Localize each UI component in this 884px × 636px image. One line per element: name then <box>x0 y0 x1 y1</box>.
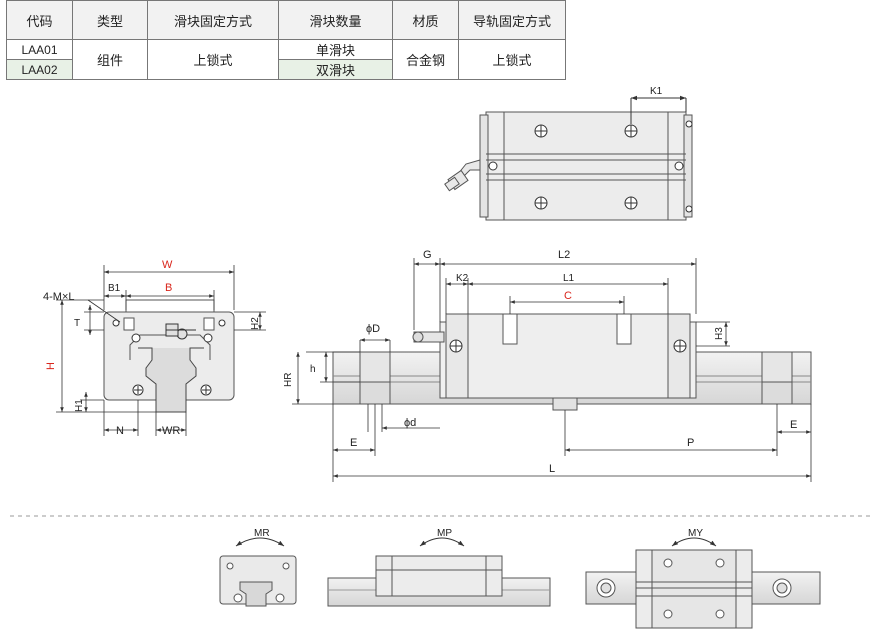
col-rail-fix-header: 导轨固定方式 <box>458 0 566 40</box>
col-material-header: 材质 <box>392 0 459 40</box>
code-cell: LAA01 <box>6 39 73 60</box>
material-cell: 合金钢 <box>392 39 459 80</box>
label-h1: H1 <box>74 399 85 412</box>
end-view-rail <box>138 347 204 413</box>
label-l2: L2 <box>558 249 570 261</box>
label-phi-d-small: ϕd <box>404 417 416 429</box>
table-row: LAA01 组件 上锁式 单滑块 合金钢 上锁式 <box>6 39 566 80</box>
end-view-dimensions <box>56 265 266 436</box>
label-hr: HR <box>283 373 294 387</box>
label-h3: H3 <box>714 327 725 340</box>
moment-mp-view <box>327 537 551 607</box>
label-mp: MP <box>437 528 452 539</box>
label-mxl: 4-M×L <box>43 291 75 303</box>
side-view <box>332 313 812 411</box>
label-e-left: E <box>350 437 357 449</box>
grease-nipple <box>444 159 481 192</box>
label-e-right: E <box>790 419 797 431</box>
top-view <box>444 95 693 221</box>
label-b: B <box>165 282 172 294</box>
label-mr: MR <box>254 528 270 539</box>
type-cell: 组件 <box>72 39 148 80</box>
col-count-header: 滑块数量 <box>278 0 393 40</box>
label-l1: L1 <box>563 273 575 284</box>
code-cell: LAA02 <box>6 59 73 80</box>
label-phi-d-large: ϕD <box>366 323 380 335</box>
table-row: LAA02 双滑块 <box>6 59 566 80</box>
label-l: L <box>549 463 555 475</box>
moment-my-view <box>585 537 821 629</box>
block-fix-cell: 上锁式 <box>147 39 279 80</box>
label-my: MY <box>688 528 703 539</box>
end-view <box>103 299 235 413</box>
label-wr: WR <box>162 425 180 437</box>
label-n: N <box>116 425 124 437</box>
col-code-header: 代码 <box>6 0 73 40</box>
label-w: W <box>162 259 173 271</box>
moment-mr-view <box>219 537 297 607</box>
label-p: P <box>687 437 694 449</box>
side-view-dimensions <box>292 258 812 482</box>
label-c: C <box>564 290 572 302</box>
label-h: H <box>45 362 57 370</box>
label-k2: K2 <box>456 273 469 284</box>
label-k1: K1 <box>650 86 663 97</box>
count-cell: 双滑块 <box>278 59 393 80</box>
label-b1: B1 <box>108 283 121 294</box>
label-h-small: h <box>310 364 316 375</box>
label-g: G <box>423 249 432 261</box>
label-h2: H2 <box>250 317 261 330</box>
label-t: T <box>74 318 80 329</box>
table-header-row: 代码 类型 滑块固定方式 滑块数量 材质 导轨固定方式 <box>6 0 566 40</box>
spec-table: 代码 类型 滑块固定方式 滑块数量 材质 导轨固定方式 LAA01 组件 上锁式… <box>6 0 566 80</box>
rail-fix-cell: 上锁式 <box>458 39 566 80</box>
